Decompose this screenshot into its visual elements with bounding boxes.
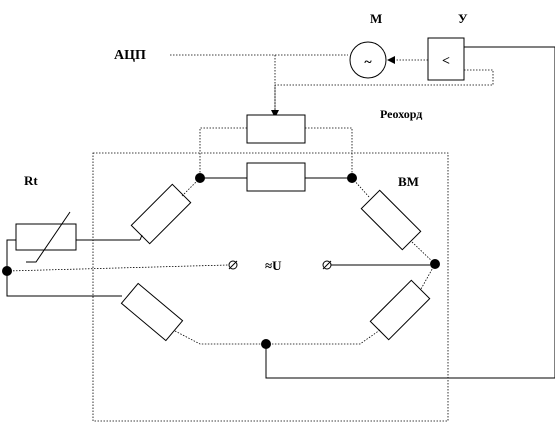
motor-circle (349, 41, 387, 79)
left-to-du-wire (6, 264, 229, 272)
rt-resistor (15, 223, 77, 251)
label-rt: Rt (24, 173, 38, 188)
wire-lr-bottom (266, 329, 381, 345)
rheochord-resistor (246, 114, 306, 144)
bridge-top-resistor (246, 162, 306, 192)
bm-enclosure (92, 152, 449, 422)
wire-ur-top (351, 177, 371, 199)
motor-symbol: ~ (364, 55, 372, 70)
label-bm: ВМ (398, 174, 419, 189)
wire-ll-bottom (174, 330, 266, 345)
resistor-upper-left (130, 183, 192, 245)
slider-arrow (271, 110, 279, 118)
amp-to-motor-arrow (387, 56, 395, 64)
rt-to-ul-diag (139, 234, 143, 241)
label-rheochord: Реохорд (380, 107, 422, 121)
label-motor: М (370, 11, 382, 26)
resistor-upper-right (360, 189, 422, 251)
resistor-lower-left (120, 282, 184, 342)
amp-feedback-loop (274, 69, 494, 112)
wire-ul-top (181, 177, 201, 197)
amplifier-box (427, 37, 465, 81)
label-amplifier: У (458, 11, 468, 26)
wire-lr-top (420, 263, 436, 290)
amplifier-symbol: < (442, 54, 450, 69)
label-adc: АЦП (114, 48, 146, 63)
du-terminal-left-slash (228, 260, 238, 270)
node-bottom (261, 339, 271, 349)
left-to-ll-wire (6, 271, 122, 297)
label-du: ≈U (265, 258, 282, 273)
rheochord-right-wire (305, 127, 353, 178)
amp-output-line (265, 46, 555, 379)
rt-left-lead (6, 239, 16, 271)
du-terminal-right-slash (322, 260, 332, 270)
wire-ur-bottom (411, 241, 436, 265)
rt-diagonal (26, 211, 71, 263)
rheochord-left-wire (199, 127, 247, 178)
